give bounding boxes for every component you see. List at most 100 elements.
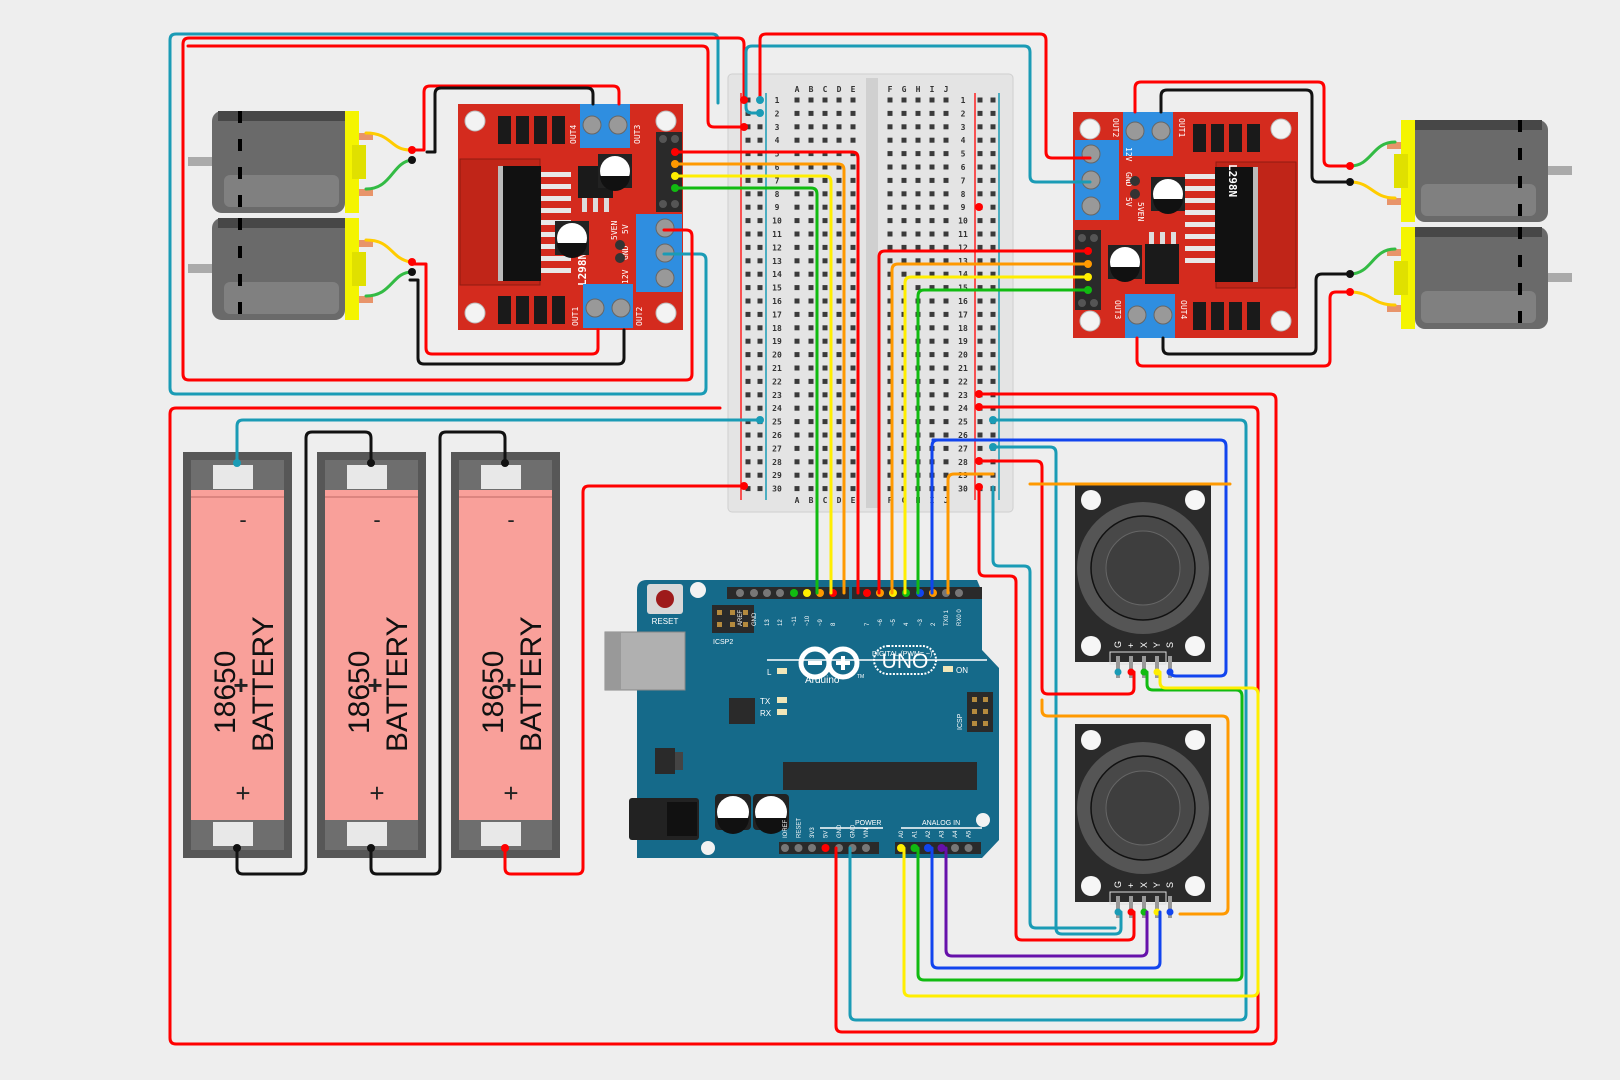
motor-terminal[interactable]: [359, 296, 373, 303]
terminal-out3-out4[interactable]: [1125, 294, 1175, 338]
breadboard-hole[interactable]: [850, 151, 856, 157]
rail-hole[interactable]: [745, 191, 751, 197]
breadboard-hole[interactable]: [794, 137, 800, 143]
breadboard-hole[interactable]: [887, 298, 893, 304]
power-pin[interactable]: [794, 844, 803, 852]
power-pin[interactable]: [821, 844, 830, 852]
joystick-pin[interactable]: [1155, 896, 1159, 918]
input-header[interactable]: [656, 132, 682, 212]
breadboard-hole[interactable]: [850, 137, 856, 143]
rail-hole[interactable]: [990, 298, 996, 304]
rail-hole[interactable]: [745, 338, 751, 344]
joystick-pin[interactable]: [1129, 656, 1133, 678]
breadboard-hole[interactable]: [836, 97, 842, 103]
joystick-knob[interactable]: [1105, 770, 1181, 846]
breadboard-hole[interactable]: [822, 352, 828, 358]
rail-hole[interactable]: [977, 325, 983, 331]
breadboard-hole[interactable]: [794, 459, 800, 465]
breadboard-hole[interactable]: [822, 311, 828, 317]
breadboard-hole[interactable]: [794, 445, 800, 451]
breadboard-hole[interactable]: [915, 204, 921, 210]
breadboard-hole[interactable]: [929, 311, 935, 317]
wire-teal[interactable]: [848, 418, 1248, 1022]
breadboard-hole[interactable]: [901, 218, 907, 224]
breadboard-hole[interactable]: [887, 311, 893, 317]
breadboard-hole[interactable]: [794, 204, 800, 210]
digital-pin[interactable]: [763, 589, 771, 597]
rail-hole[interactable]: [745, 365, 751, 371]
breadboard-hole[interactable]: [836, 445, 842, 451]
rail-hole[interactable]: [757, 231, 763, 237]
breadboard-hole[interactable]: [943, 298, 949, 304]
breadboard-hole[interactable]: [915, 124, 921, 130]
rail-hole[interactable]: [990, 352, 996, 358]
rail-hole[interactable]: [745, 298, 751, 304]
wire-red[interactable]: [186, 44, 746, 129]
wire-red[interactable]: [977, 485, 1136, 942]
analog-pin[interactable]: [964, 844, 973, 852]
breadboard-hole[interactable]: [836, 110, 842, 116]
breadboard-hole[interactable]: [887, 258, 893, 264]
breadboard-hole[interactable]: [943, 231, 949, 237]
rail-hole[interactable]: [977, 244, 983, 250]
breadboard-hole[interactable]: [794, 151, 800, 157]
motor-terminal[interactable]: [1387, 142, 1401, 149]
breadboard-hole[interactable]: [929, 124, 935, 130]
breadboard-hole[interactable]: [929, 271, 935, 277]
wire-red[interactable]: [877, 249, 1090, 595]
breadboard-hole[interactable]: [901, 137, 907, 143]
breadboard-hole[interactable]: [850, 311, 856, 317]
breadboard-hole[interactable]: [943, 177, 949, 183]
breadboard-hole[interactable]: [915, 218, 921, 224]
breadboard-hole[interactable]: [929, 231, 935, 237]
rail-hole[interactable]: [990, 110, 996, 116]
breadboard-hole[interactable]: [794, 338, 800, 344]
rail-hole[interactable]: [757, 218, 763, 224]
wire-green[interactable]: [916, 670, 1244, 982]
breadboard-hole[interactable]: [822, 459, 828, 465]
breadboard-hole[interactable]: [887, 338, 893, 344]
breadboard-hole[interactable]: [794, 177, 800, 183]
breadboard-hole[interactable]: [836, 285, 842, 291]
digital-pin[interactable]: [803, 589, 811, 597]
breadboard-hole[interactable]: [887, 124, 893, 130]
breadboard-hole[interactable]: [915, 285, 921, 291]
breadboard-hole[interactable]: [808, 445, 814, 451]
breadboard-hole[interactable]: [850, 352, 856, 358]
rail-hole[interactable]: [977, 124, 983, 130]
wire-blue[interactable]: [930, 846, 1162, 970]
rail-hole[interactable]: [990, 271, 996, 277]
breadboard-hole[interactable]: [850, 338, 856, 344]
breadboard-hole[interactable]: [943, 97, 949, 103]
breadboard-hole[interactable]: [943, 432, 949, 438]
breadboard-hole[interactable]: [943, 110, 949, 116]
breadboard-hole[interactable]: [850, 191, 856, 197]
rail-hole[interactable]: [745, 405, 751, 411]
rail-hole[interactable]: [990, 365, 996, 371]
rail-hole[interactable]: [977, 285, 983, 291]
joystick-pin[interactable]: [1129, 896, 1133, 918]
breadboard-hole[interactable]: [808, 419, 814, 425]
breadboard-hole[interactable]: [929, 244, 935, 250]
rail-hole[interactable]: [977, 258, 983, 264]
breadboard-hole[interactable]: [794, 97, 800, 103]
breadboard-hole[interactable]: [901, 97, 907, 103]
breadboard-hole[interactable]: [836, 419, 842, 425]
wire-teal[interactable]: [235, 418, 762, 465]
breadboard-hole[interactable]: [794, 298, 800, 304]
breadboard-hole[interactable]: [901, 231, 907, 237]
breadboard-hole[interactable]: [887, 218, 893, 224]
breadboard-hole[interactable]: [794, 191, 800, 197]
breadboard-hole[interactable]: [822, 97, 828, 103]
breadboard-hole[interactable]: [943, 405, 949, 411]
wire-black[interactable]: [235, 430, 373, 876]
breadboard-hole[interactable]: [836, 338, 842, 344]
breadboard-hole[interactable]: [808, 325, 814, 331]
rail-hole[interactable]: [757, 164, 763, 170]
breadboard-hole[interactable]: [794, 365, 800, 371]
breadboard-hole[interactable]: [929, 204, 935, 210]
breadboard-hole[interactable]: [850, 419, 856, 425]
motor-terminal[interactable]: [359, 240, 373, 247]
breadboard-hole[interactable]: [943, 472, 949, 478]
